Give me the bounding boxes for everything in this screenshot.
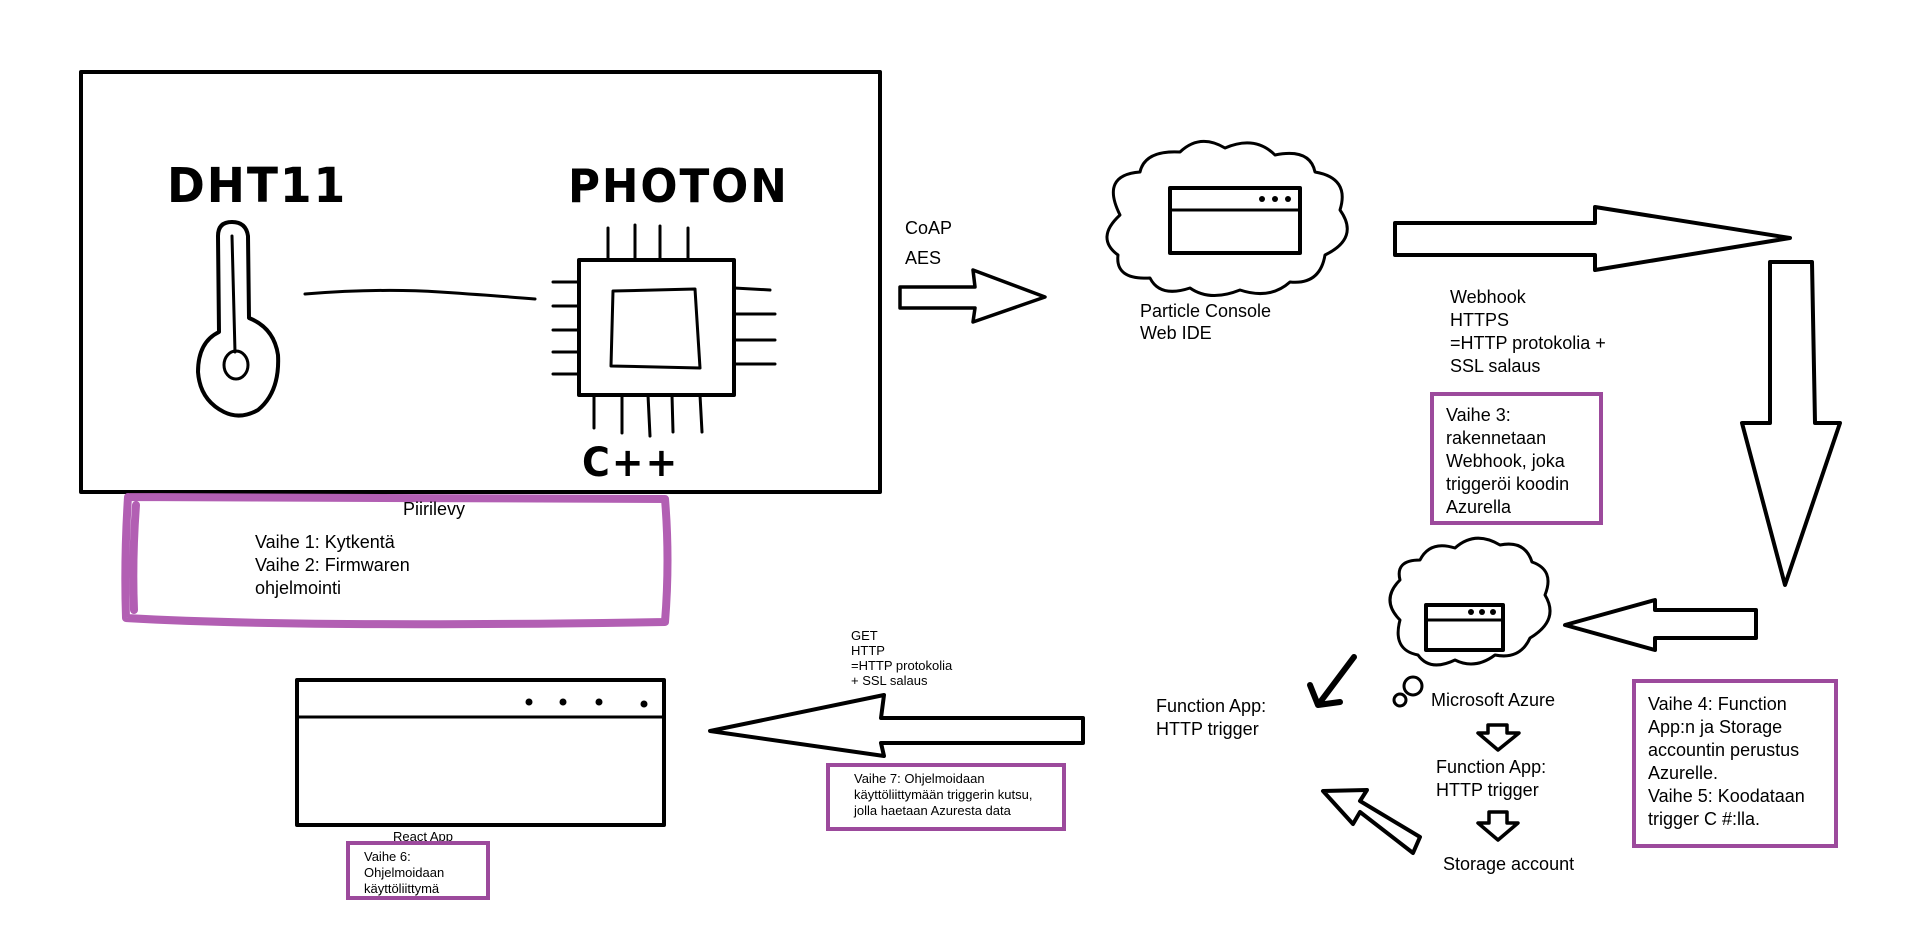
react-window-icon	[295, 678, 666, 827]
sensor-wire	[303, 288, 537, 301]
step7-box: Vaihe 7: Ohjelmoidaan käyttöliittymään t…	[826, 763, 1066, 831]
function-app-left-label: Function App: HTTP trigger	[1156, 696, 1267, 739]
down-arrow	[1740, 260, 1842, 587]
react-label: React App	[393, 829, 453, 844]
step45-box: Vaihe 4: Function App:n ja Storage accou…	[1632, 679, 1838, 848]
window-dots	[525, 196, 1496, 708]
function-pointer-arrow	[1307, 654, 1357, 708]
small-down-arrow-2	[1476, 810, 1520, 842]
coap-arrow	[898, 268, 1047, 324]
storage-label: Storage account	[1443, 854, 1575, 874]
step3-text: Vaihe 3: rakennetaan Webhook, joka trigg…	[1446, 405, 1570, 517]
azure-window-icon	[1424, 603, 1505, 652]
language-label: C++	[582, 440, 680, 486]
step45-text: Vaihe 4: Function App:n ja Storage accou…	[1648, 694, 1805, 829]
step6-box: Vaihe 6: Ohjelmoidaan käyttöliittymä	[346, 841, 490, 900]
thermometer-bulb-icon	[222, 349, 250, 381]
circuit-board-frame	[79, 70, 882, 494]
thermometer-icon	[196, 220, 281, 418]
function-app-label: Function App: HTTP trigger	[1436, 757, 1547, 800]
azure-cloud-icon	[1388, 536, 1552, 667]
get-protocol: GET HTTP =HTTP protokolia + SSL salaus	[851, 628, 953, 688]
step3-box: Vaihe 3: rakennetaan Webhook, joka trigg…	[1430, 392, 1603, 525]
webhook-arrow	[1393, 205, 1792, 272]
particle-window-icon	[1168, 186, 1302, 255]
board-steps: Vaihe 1: Kytkentä Vaihe 2: Firmwaren ohj…	[255, 532, 410, 598]
sensor-label: DHT11	[167, 158, 348, 214]
small-down-arrow-1	[1476, 723, 1521, 752]
particle-label: Particle Console Web IDE	[1140, 301, 1272, 343]
thermometer-stem-icon	[230, 234, 237, 354]
get-arrow	[708, 693, 1085, 758]
step7-text: Vaihe 7: Ohjelmoidaan käyttöliittymään t…	[854, 771, 1033, 818]
azure-thought-bubble	[1402, 675, 1424, 697]
storage-return-arrow	[1321, 788, 1422, 855]
particle-cloud-icon	[1105, 140, 1349, 297]
chip-label: PHOTON	[568, 159, 789, 213]
photon-chip	[577, 258, 736, 397]
piirilevy-border	[121, 493, 672, 629]
azure-label: Microsoft Azure	[1431, 690, 1556, 710]
azure-in-arrow	[1563, 598, 1758, 652]
webhook-protocol: Webhook HTTPS =HTTP protokolia + SSL sal…	[1450, 287, 1606, 376]
step6-text: Vaihe 6: Ohjelmoidaan käyttöliittymä	[364, 849, 445, 896]
azure-thought-bubble-small	[1392, 692, 1408, 708]
photon-chip-core	[609, 287, 702, 370]
piirilevy-caption: Piirilevy	[403, 499, 466, 519]
chip-pins	[551, 223, 777, 438]
coap-protocol: CoAP AES	[905, 218, 953, 268]
